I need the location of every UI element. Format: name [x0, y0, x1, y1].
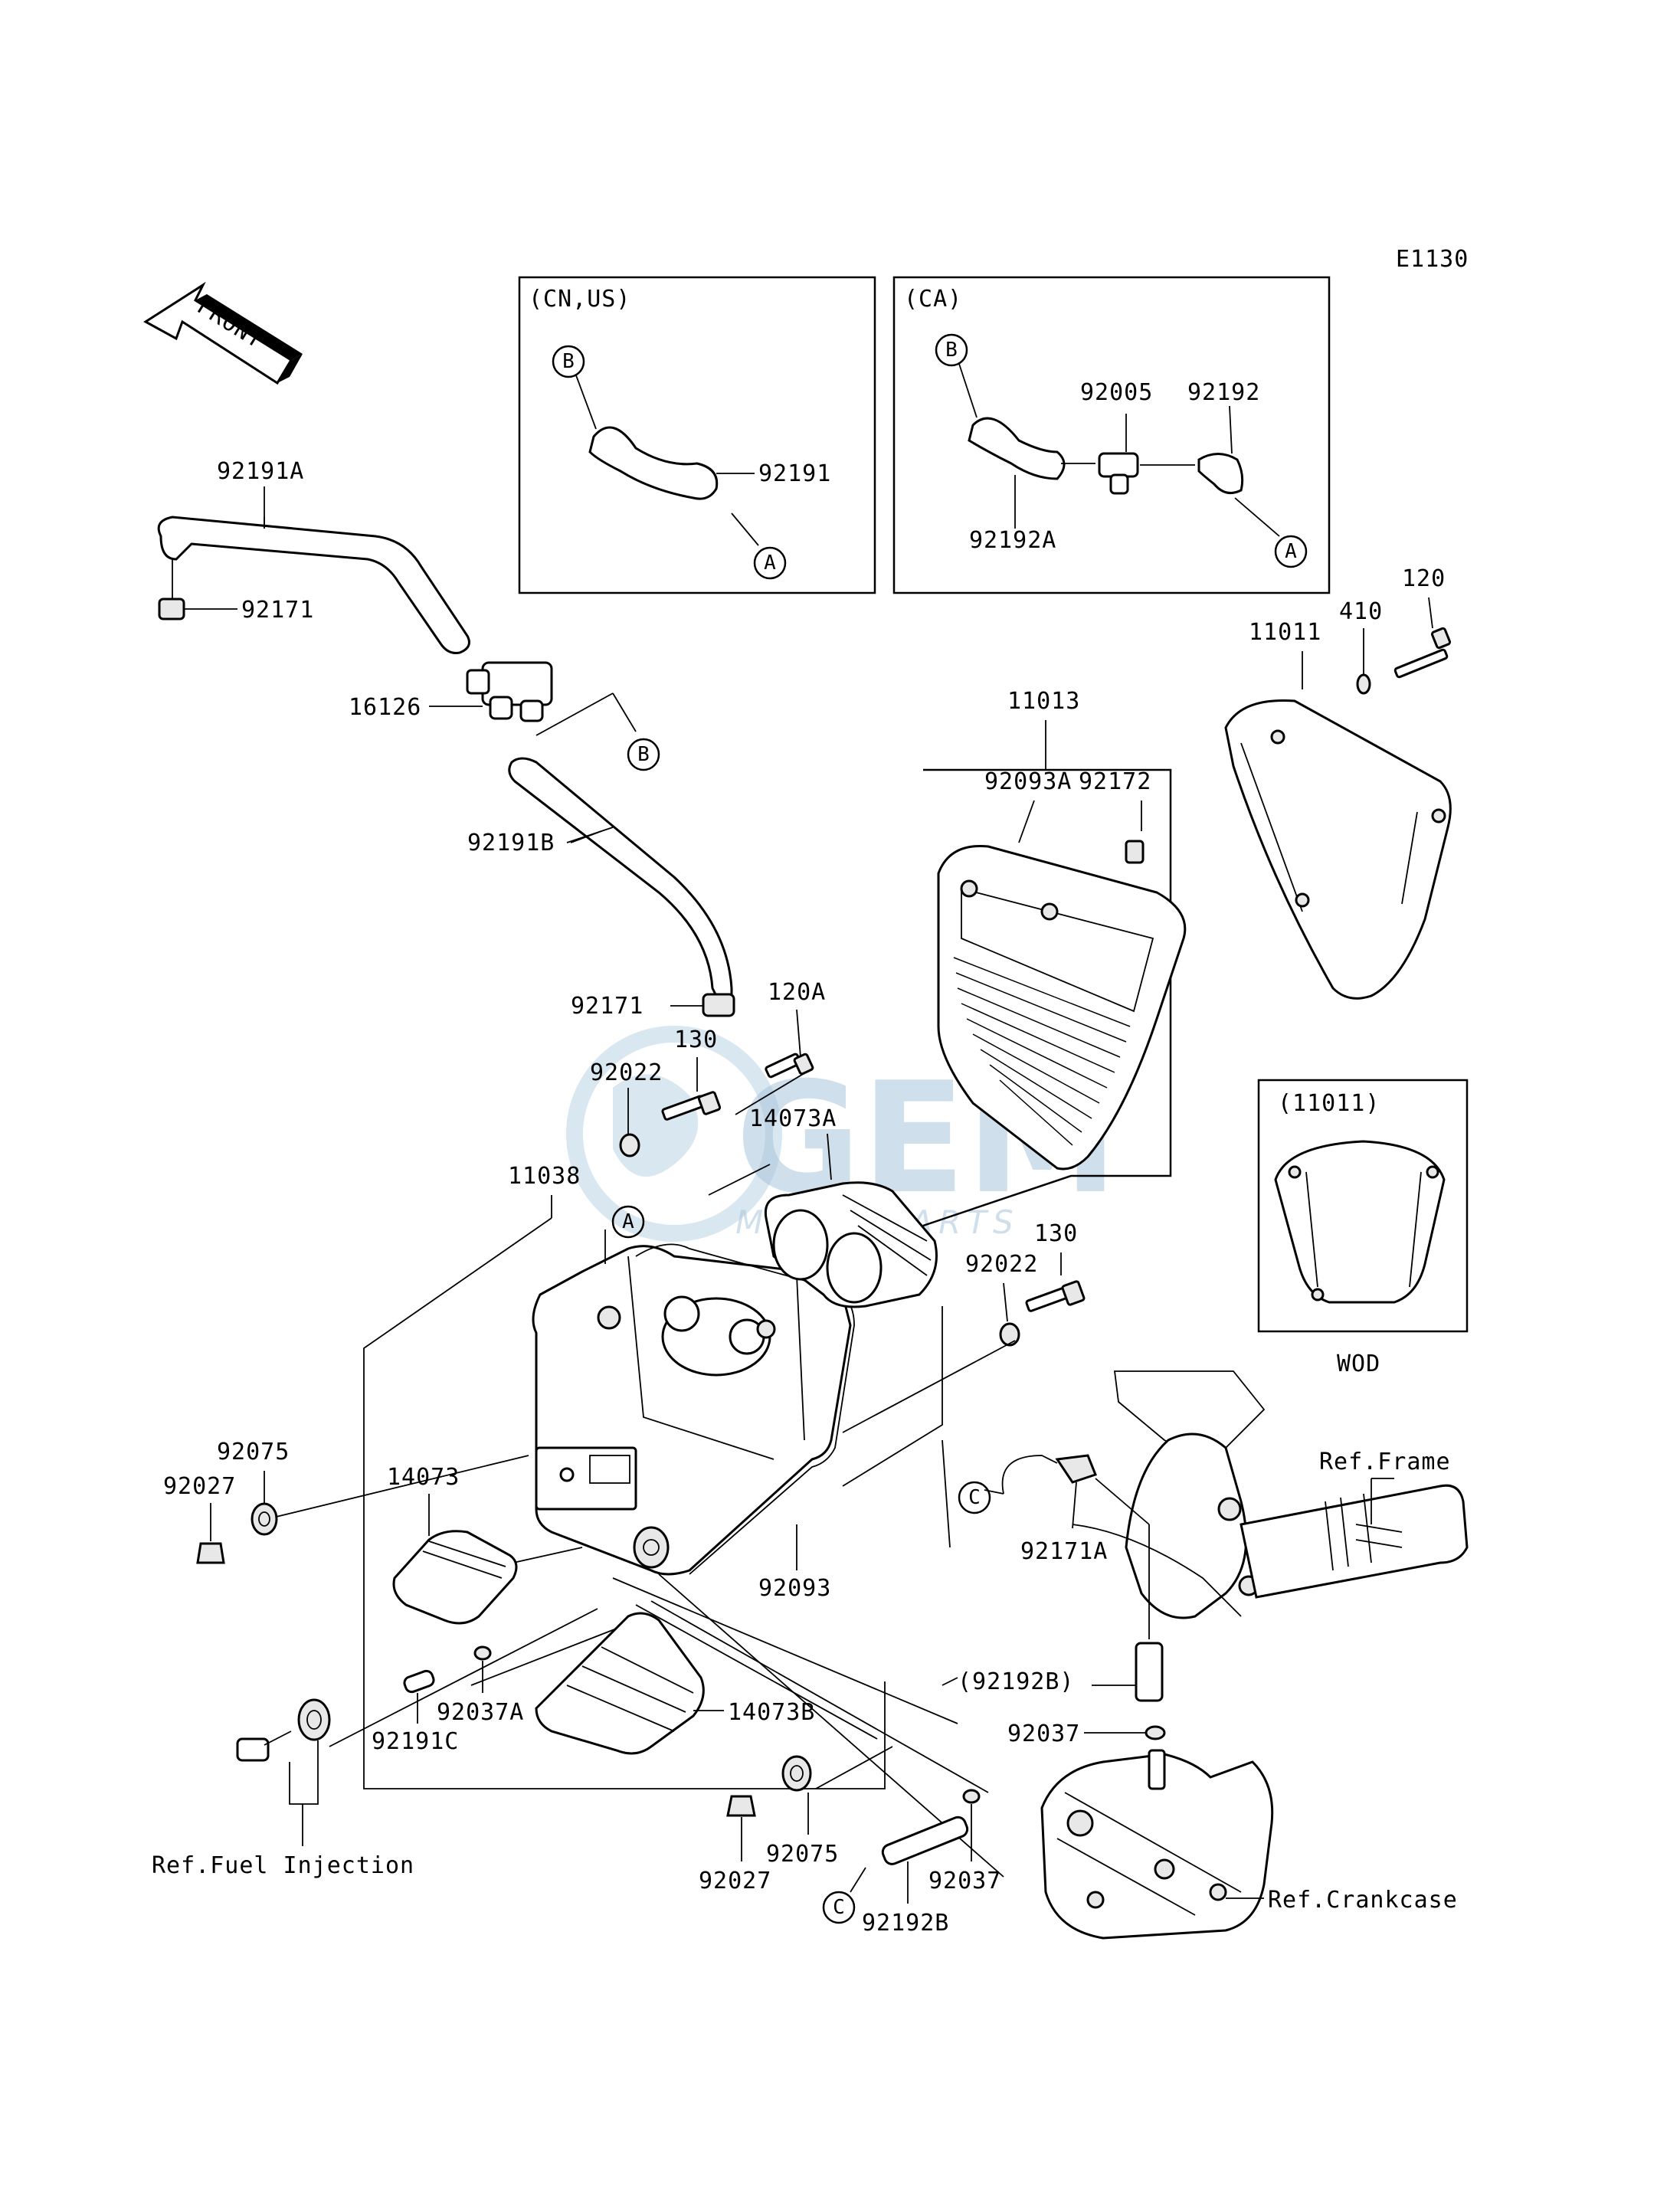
part-label-92192A: 92192A — [969, 527, 1056, 554]
part-label-92075-bottom: 92075 — [766, 1841, 839, 1868]
part-label-92192: 92192 — [1187, 379, 1260, 406]
part-label-92192B-paren: (92192B) — [958, 1668, 1075, 1695]
part-label-130-left: 130 — [674, 1026, 718, 1053]
frame-reference: Ref.Frame — [1072, 1370, 1469, 1619]
part-label-92171A: 92171A — [1020, 1538, 1108, 1565]
clamp-92037-right: 92037 — [1007, 1721, 1166, 1747]
bolt-120A: 120A — [765, 979, 826, 1079]
connector-b-ca: B — [945, 339, 958, 362]
part-label-120: 120 — [1402, 565, 1446, 592]
part-label-92093: 92093 — [758, 1575, 831, 1602]
part-label-92191B: 92191B — [467, 830, 555, 856]
duct-14073B: 14073B — [535, 1612, 815, 1755]
air-cleaner-housing-11038: 11038 A — [508, 1163, 852, 1576]
bolt-130-right: 130 — [1025, 1220, 1086, 1312]
part-label-92022-left: 92022 — [590, 1059, 663, 1086]
variant-box-ca: (CA) B 92192A 92005 92192 A — [892, 276, 1331, 594]
variant-wod-caption: WOD — [1337, 1351, 1380, 1377]
part-label-92172: 92172 — [1079, 768, 1151, 795]
gasket-92093: 92093 — [635, 1243, 855, 1602]
connector-a-cn-us: A — [764, 552, 776, 575]
valve-16126: 16126 B — [349, 661, 660, 771]
part-label-410: 410 — [1339, 598, 1383, 625]
part-label-14073B: 14073B — [728, 1699, 815, 1726]
part-label-130-right: 130 — [1034, 1220, 1078, 1247]
sensor-fuel-injection: Ref.Fuel Injection — [152, 1698, 414, 1879]
part-label-92037-right: 92037 — [1007, 1721, 1080, 1747]
grommet-92075-left: 92075 — [217, 1439, 290, 1536]
hose-92191C: 92191C — [372, 1669, 459, 1755]
connector-a-ca: A — [1285, 540, 1297, 563]
variant-cn-us-title: (CN,US) — [529, 286, 630, 313]
part-label-92027-left: 92027 — [163, 1473, 236, 1500]
hose-92191A: 92191A 92171 — [157, 458, 470, 654]
washer-92022-right: 92022 — [965, 1251, 1038, 1347]
part-label-11013: 11013 — [1007, 688, 1080, 715]
cover-11011: 11011 410 120 — [1224, 565, 1452, 1000]
washer-92022-left: 92022 — [590, 1059, 663, 1157]
clamp-92037A: 92037A — [437, 1645, 524, 1726]
part-label-92037A: 92037A — [437, 1699, 524, 1726]
connector-c-bottom: C — [833, 1896, 845, 1919]
connector-b-main: B — [637, 743, 650, 766]
part-label-16126: 16126 — [349, 694, 421, 721]
part-label-92191: 92191 — [758, 460, 831, 487]
clip-92171A: C 92171A — [958, 1454, 1150, 1639]
connector-c-frame: C — [968, 1486, 981, 1509]
clamp-92037-bottom: 92037 — [928, 1789, 1001, 1894]
part-label-92191A: 92191A — [217, 458, 304, 485]
hose-92192B-paren: (92192B) — [958, 1642, 1164, 1702]
element-assy-11013: 11013 92093A 92172 — [922, 688, 1187, 1227]
ref-label-fuel-injection: Ref.Fuel Injection — [152, 1852, 414, 1879]
part-label-92037-bottom: 92037 — [928, 1868, 1001, 1894]
variant-box-cn-us: (CN,US) B 92191 A — [518, 276, 876, 594]
connector-b-cn-us: B — [562, 350, 575, 373]
part-label-92027-bottom: 92027 — [699, 1868, 771, 1894]
part-label-14073: 14073 — [387, 1464, 460, 1491]
plug-92027-bottom: 92027 — [699, 1795, 771, 1894]
part-label-11038: 11038 — [508, 1163, 581, 1190]
ref-label-crankcase: Ref.Crankcase — [1268, 1887, 1458, 1914]
bolt-130-left: 130 — [661, 1026, 722, 1121]
duct-14073A: 14073A — [749, 1105, 938, 1308]
ref-label-frame: Ref.Frame — [1319, 1449, 1451, 1475]
part-label-92171-top: 92171 — [241, 597, 314, 624]
front-arrow-icon: FRONT — [143, 281, 303, 385]
hose-92192B: 92192B C — [822, 1816, 969, 1937]
variant-wod-title: (11011) — [1278, 1090, 1380, 1117]
part-label-92191C: 92191C — [372, 1728, 459, 1755]
part-label-92171-mid: 92171 — [571, 993, 644, 1020]
duct-14073: 14073 — [387, 1464, 518, 1625]
crankcase-reference: Ref.Crankcase — [1040, 1749, 1458, 1940]
part-label-14073A: 14073A — [749, 1105, 837, 1132]
hose-92191B: 92191B 92171 — [467, 757, 735, 1020]
part-label-120A: 120A — [768, 979, 826, 1006]
diagram-code: E1130 — [1396, 246, 1469, 273]
variant-box-wod: (11011) WOD — [1257, 1079, 1469, 1377]
leader-lines — [260, 1068, 1016, 1878]
part-label-92093A: 92093A — [984, 768, 1072, 795]
plug-92027-left: 92027 — [163, 1473, 236, 1564]
part-label-92075-left: 92075 — [217, 1439, 290, 1465]
part-label-11011: 11011 — [1249, 619, 1321, 646]
grommet-92075-bottom: 92075 — [766, 1755, 839, 1868]
variant-ca-title: (CA) — [904, 286, 962, 313]
part-label-92005: 92005 — [1080, 379, 1153, 406]
part-label-92022-right: 92022 — [965, 1251, 1038, 1278]
connector-a-housing: A — [622, 1210, 634, 1233]
part-label-92192B: 92192B — [862, 1910, 949, 1937]
